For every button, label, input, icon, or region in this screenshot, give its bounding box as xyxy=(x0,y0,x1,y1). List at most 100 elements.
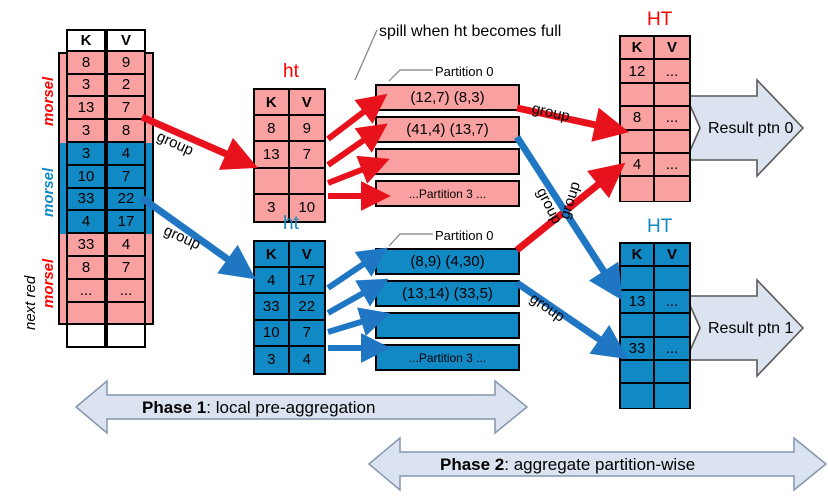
table-row xyxy=(621,314,689,338)
table-cell-k: 33 xyxy=(255,294,290,321)
table-cell-k xyxy=(621,267,655,291)
table-cell-v: 7 xyxy=(106,256,146,280)
partition-bar-3: ...Partition 3 ... xyxy=(375,344,520,371)
arrow-htred-to-part0 xyxy=(326,93,388,142)
arrow-htblue-to-part0 xyxy=(326,247,388,291)
table-cell-k xyxy=(621,360,655,385)
arrow-htred-to-part1 xyxy=(326,123,388,168)
table-cell-k: 33 xyxy=(66,234,106,257)
table-cell-k: ... xyxy=(66,279,106,303)
table-cell-k: 3 xyxy=(66,120,106,143)
table-cell-v: 22 xyxy=(106,188,146,212)
table-cell-k: 3 xyxy=(255,346,290,373)
partition-bar-0: (12,7) (8,3) xyxy=(375,84,520,111)
phase-2-arrow xyxy=(367,436,828,492)
table-cell-k: 10 xyxy=(66,165,106,189)
table-cell-k: 3 xyxy=(255,194,290,221)
phase-1-label: Phase 1: local pre-aggregation xyxy=(142,398,375,418)
ht-blue-caption: ht xyxy=(283,213,299,234)
table-cell-v xyxy=(655,314,689,338)
table-cell-v: 9 xyxy=(289,116,324,143)
table-cell-v: 7 xyxy=(289,320,324,347)
table-row xyxy=(621,360,689,385)
table-header-cell-k: K xyxy=(621,244,655,268)
phase-2-bold: Phase 2 xyxy=(440,455,505,474)
phase-2-label: Phase 2: aggregate partition-wise xyxy=(440,455,695,475)
table-cell-k: 3 xyxy=(66,74,106,98)
table-cell-k: 8 xyxy=(66,256,106,280)
phase-1-bold: Phase 1 xyxy=(142,398,207,417)
spill-annotation: spill when ht becomes full xyxy=(379,23,562,40)
table-cell-k: 8 xyxy=(621,107,655,131)
arrow-htred-to-part2 xyxy=(326,155,390,186)
table-cell-k: 33 xyxy=(66,188,106,212)
arrow-partred0-to-HTred xyxy=(516,104,630,142)
result-ptn-1-arrow xyxy=(684,278,805,378)
partition-bar-3: ...Partition 3 ... xyxy=(375,180,520,207)
table-cell-v: 4 xyxy=(106,234,146,257)
partition-bar-2 xyxy=(375,312,520,339)
table-header-cell-k: K xyxy=(255,242,290,269)
table-cell-v xyxy=(655,267,689,291)
table-cell-k: 13 xyxy=(621,290,655,315)
result-ptn-0-label: Result ptn 0 xyxy=(708,120,794,137)
table-cell-v: 17 xyxy=(106,211,146,235)
table-cell-v: 7 xyxy=(106,165,146,189)
table-cell-v: 7 xyxy=(106,97,146,121)
table-cell-k xyxy=(621,177,655,201)
table-cell-v: 7 xyxy=(289,142,324,169)
table-cell-v xyxy=(655,130,689,154)
table-cell-k: 4 xyxy=(66,211,106,235)
partition-bar-1: (41,4) (13,7) xyxy=(375,116,520,143)
table-cell-k xyxy=(621,314,655,338)
phase-1-arrow xyxy=(74,379,529,435)
spill-leader-line xyxy=(354,29,378,81)
table-header-cell-k: K xyxy=(255,90,290,117)
table-cell-k xyxy=(621,130,655,154)
table-header-cell-k: K xyxy=(621,37,655,61)
table-cell-v xyxy=(289,168,324,195)
partition-title-blue: Partition 0 xyxy=(435,228,494,243)
partition0-leader-blue xyxy=(388,233,433,247)
table-cell-v: ... xyxy=(655,290,689,315)
table-cell-v: 8 xyxy=(106,120,146,143)
table-header-cell-v: V xyxy=(289,90,324,117)
table-cell-v xyxy=(655,177,689,201)
table-row xyxy=(621,130,689,154)
table-row xyxy=(621,267,689,291)
table-cell-v xyxy=(655,83,689,108)
table-cell-k xyxy=(66,325,106,349)
table-row: 12... xyxy=(621,60,689,84)
arrow-htblue-to-part1 xyxy=(326,278,389,316)
table-cell-v: 22 xyxy=(289,294,324,321)
table-cell-v: 10 xyxy=(289,194,324,221)
table-cell-v xyxy=(106,325,146,349)
table-cell-v xyxy=(655,384,689,408)
table-cell-v: 4 xyxy=(289,346,324,373)
table-cell-k: 13 xyxy=(255,142,290,169)
table-cell-k xyxy=(621,384,655,408)
table-cell-v: ... xyxy=(655,337,689,361)
table-cell-k: 13 xyxy=(66,97,106,121)
table-header-cell-v: V xyxy=(655,37,689,61)
table-cell-k: 8 xyxy=(255,116,290,143)
table-row: 13... xyxy=(621,290,689,315)
